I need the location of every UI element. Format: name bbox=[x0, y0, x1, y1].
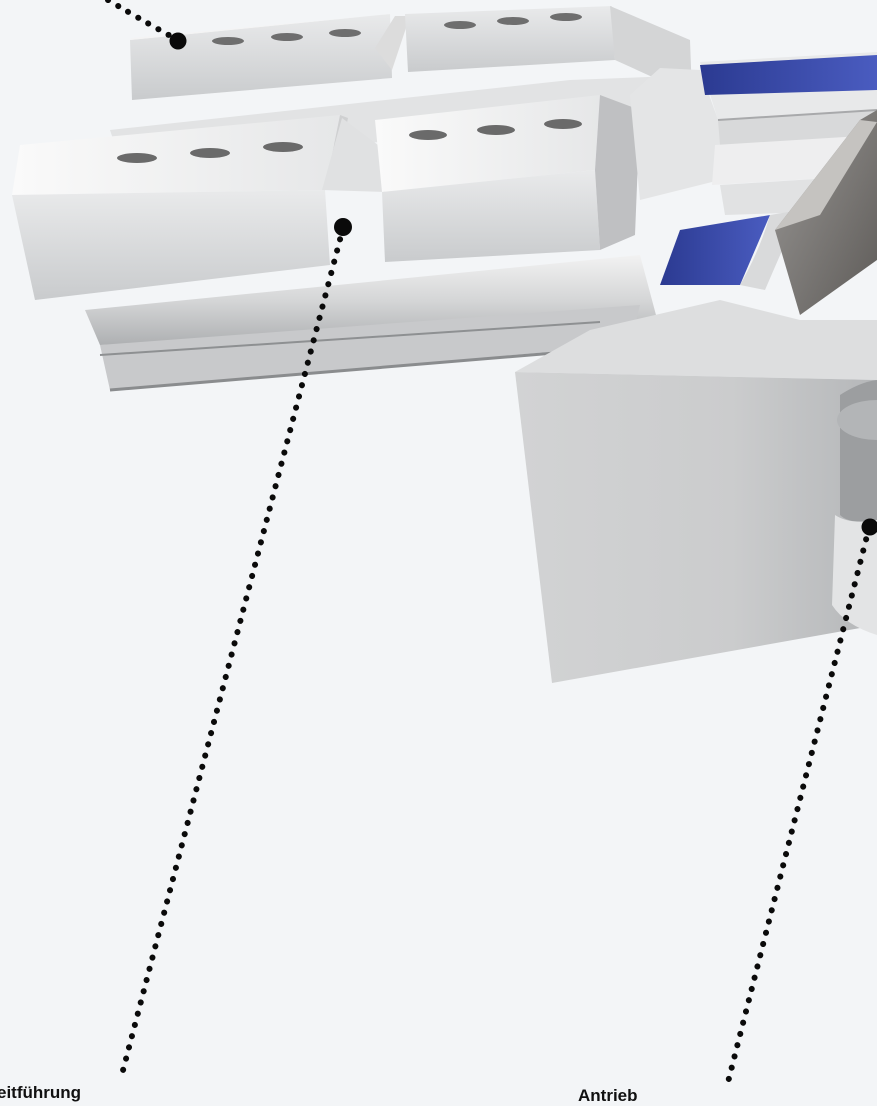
blue-belt-lower bbox=[660, 210, 800, 290]
label-drive: Antrieb bbox=[578, 1086, 638, 1106]
main-housing bbox=[515, 300, 877, 683]
label-guide: eitführung bbox=[0, 1083, 81, 1103]
